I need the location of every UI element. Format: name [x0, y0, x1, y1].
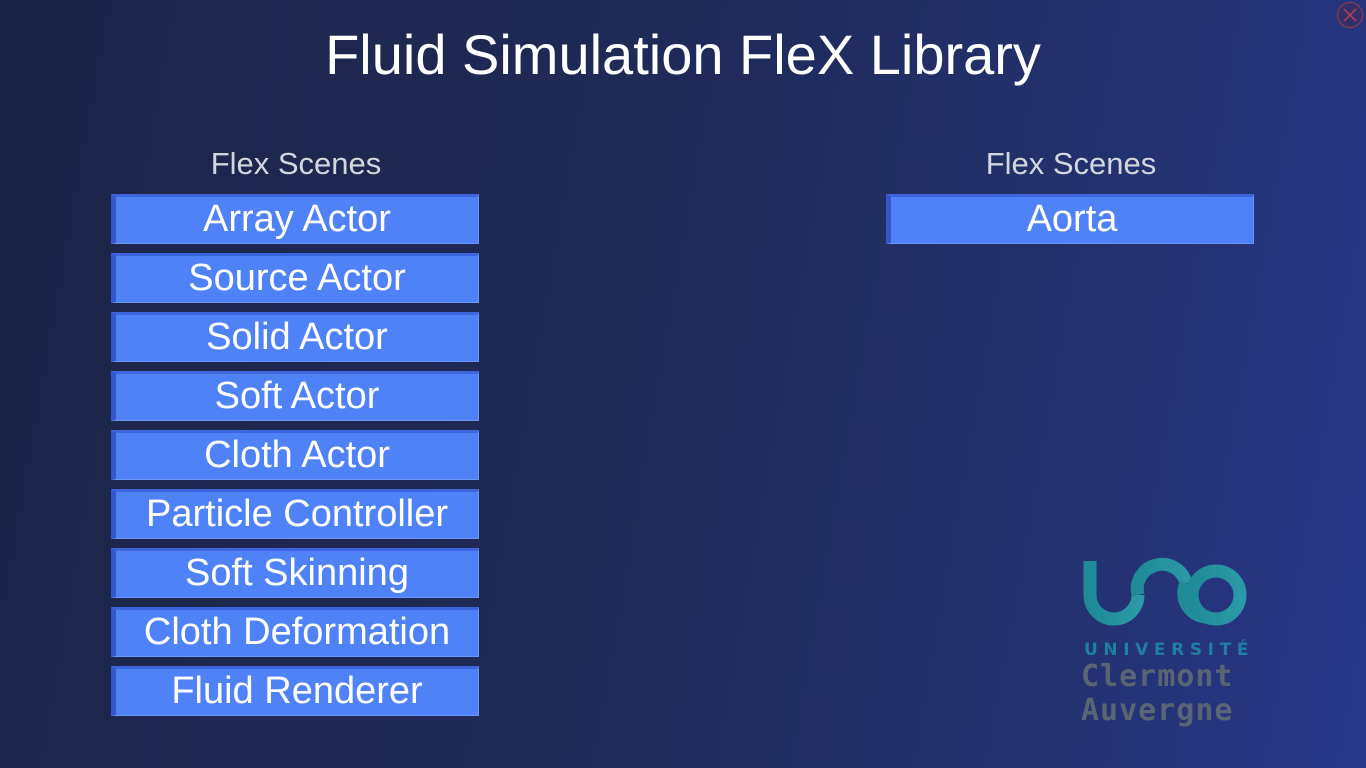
aorta-button[interactable]: Aorta [886, 194, 1254, 244]
left-scene-list: Array Actor Source Actor Solid Actor Sof… [111, 194, 481, 716]
logo-clermont-text: Clermont [1081, 659, 1234, 694]
soft-actor-button[interactable]: Soft Actor [111, 371, 479, 421]
soft-skinning-button[interactable]: Soft Skinning [111, 548, 479, 598]
close-icon [1343, 8, 1357, 22]
left-panel-header: Flex Scenes [210, 146, 382, 181]
particle-controller-button[interactable]: Particle Controller [111, 489, 479, 539]
left-scene-panel: Flex Scenes Array Actor Source Actor Sol… [111, 141, 481, 725]
solid-actor-button[interactable]: Solid Actor [111, 312, 479, 362]
source-actor-button[interactable]: Source Actor [111, 253, 479, 303]
logo-university-text: UNIVERSITÉ [1084, 640, 1254, 660]
fluid-renderer-button[interactable]: Fluid Renderer [111, 666, 479, 716]
right-scene-list: Aorta [886, 194, 1256, 244]
right-scene-panel: Flex Scenes Aorta [886, 141, 1256, 253]
array-actor-button[interactable]: Array Actor [111, 194, 479, 244]
university-logo: UNIVERSITÉ Clermont Auvergne [1080, 555, 1260, 735]
close-button[interactable] [1337, 2, 1363, 28]
cloth-actor-button[interactable]: Cloth Actor [111, 430, 479, 480]
logo-auvergne-text: Auvergne [1081, 693, 1234, 728]
page-title: Fluid Simulation FleX Library [325, 23, 1041, 86]
uca-logo-mark [1083, 557, 1247, 626]
cloth-deformation-button[interactable]: Cloth Deformation [111, 607, 479, 657]
right-panel-header: Flex Scenes [985, 146, 1157, 181]
